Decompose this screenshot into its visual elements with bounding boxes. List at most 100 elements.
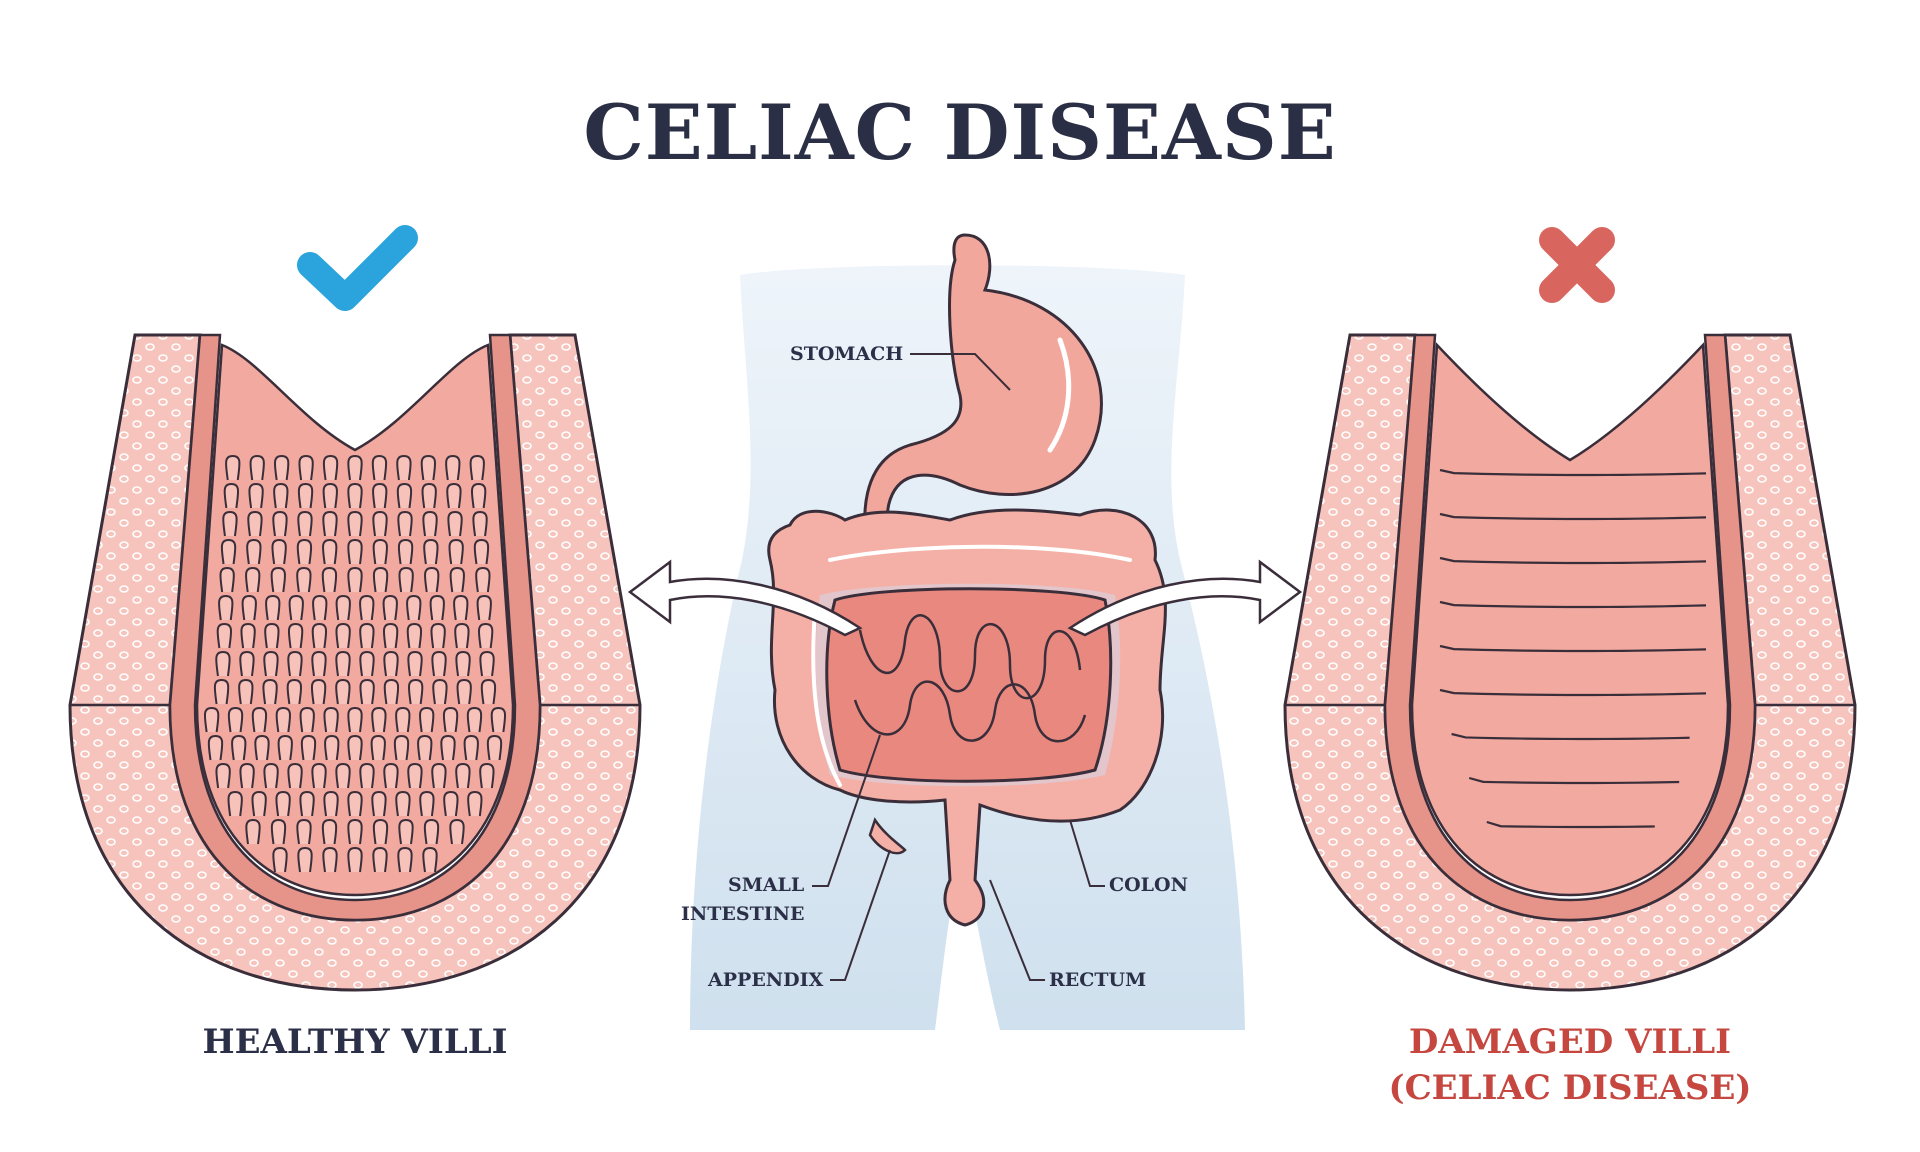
villus bbox=[359, 762, 375, 789]
villus bbox=[287, 650, 303, 677]
villus bbox=[443, 790, 459, 817]
label-stomach: STOMACH bbox=[790, 343, 904, 365]
villus bbox=[247, 510, 263, 537]
villus bbox=[248, 482, 264, 509]
villus bbox=[296, 818, 312, 845]
villus bbox=[231, 734, 247, 761]
villus bbox=[473, 538, 490, 565]
villus bbox=[347, 706, 363, 733]
villus bbox=[347, 510, 363, 537]
villus bbox=[299, 790, 315, 817]
villus bbox=[275, 706, 291, 733]
villus bbox=[251, 706, 268, 733]
villus bbox=[323, 706, 339, 733]
villus bbox=[239, 650, 255, 677]
villus bbox=[273, 482, 289, 509]
villus bbox=[347, 482, 363, 509]
damaged-villi-section bbox=[1283, 333, 1857, 992]
villus bbox=[372, 538, 388, 565]
flattened-fold bbox=[1468, 776, 1680, 785]
villus bbox=[322, 538, 338, 565]
villus bbox=[347, 454, 363, 481]
villus bbox=[298, 454, 314, 481]
villus bbox=[263, 762, 279, 789]
villus bbox=[240, 622, 256, 649]
label-small-intestine-line2: INTESTINE bbox=[681, 903, 805, 925]
label-rectum: RECTUM bbox=[1049, 969, 1147, 991]
flattened-fold bbox=[1451, 732, 1690, 741]
villus bbox=[383, 650, 399, 677]
villus bbox=[213, 678, 230, 705]
villus bbox=[456, 678, 472, 705]
villus bbox=[310, 678, 327, 705]
villus bbox=[271, 538, 287, 565]
villus bbox=[372, 482, 388, 509]
villus bbox=[238, 678, 254, 705]
villus bbox=[372, 510, 388, 537]
villus bbox=[207, 734, 224, 761]
villus bbox=[225, 454, 241, 481]
villus bbox=[371, 790, 387, 817]
villus bbox=[296, 538, 313, 565]
villus bbox=[312, 594, 328, 621]
villus bbox=[216, 622, 233, 649]
villus bbox=[287, 762, 303, 789]
villus bbox=[422, 846, 438, 873]
villus bbox=[249, 454, 265, 481]
villus bbox=[383, 678, 400, 705]
villus bbox=[270, 818, 287, 845]
villus bbox=[449, 818, 465, 845]
checkmark-icon bbox=[297, 225, 418, 311]
villus bbox=[397, 846, 413, 873]
villus bbox=[287, 622, 304, 649]
healthy-villi-section bbox=[68, 333, 642, 992]
villus bbox=[347, 846, 363, 873]
villus bbox=[397, 538, 414, 565]
villus bbox=[223, 482, 240, 509]
villus bbox=[486, 734, 503, 761]
arrow-to-damaged bbox=[1067, 559, 1303, 637]
villus bbox=[398, 566, 414, 593]
villus bbox=[335, 762, 351, 789]
villus bbox=[382, 594, 398, 621]
villus bbox=[407, 678, 424, 705]
flattened-fold bbox=[1439, 556, 1707, 565]
villus bbox=[396, 482, 413, 509]
villus bbox=[359, 650, 375, 677]
villus bbox=[477, 622, 494, 649]
villus bbox=[407, 762, 423, 789]
villus bbox=[448, 538, 464, 565]
villus bbox=[241, 594, 257, 621]
villus bbox=[347, 790, 363, 817]
villus bbox=[472, 510, 488, 537]
villus bbox=[431, 762, 447, 789]
villus bbox=[396, 454, 412, 481]
villus bbox=[479, 762, 495, 789]
villus bbox=[347, 538, 363, 565]
villus bbox=[455, 650, 471, 677]
villus bbox=[466, 706, 483, 733]
villus bbox=[220, 538, 237, 565]
villus bbox=[397, 510, 413, 537]
villus bbox=[449, 566, 465, 593]
villus bbox=[273, 454, 290, 481]
villus bbox=[263, 650, 279, 677]
villus bbox=[424, 566, 440, 593]
villus bbox=[215, 650, 231, 677]
villus bbox=[275, 790, 291, 817]
villus bbox=[270, 566, 286, 593]
villus bbox=[322, 846, 338, 873]
villus bbox=[297, 482, 314, 509]
villus bbox=[407, 650, 423, 677]
villus bbox=[222, 510, 238, 537]
villus bbox=[453, 594, 469, 621]
villus bbox=[395, 790, 411, 817]
label-small-intestine-line1: SMALL bbox=[728, 874, 805, 896]
villus bbox=[470, 482, 487, 509]
villus bbox=[371, 454, 388, 481]
villus bbox=[323, 790, 339, 817]
villus bbox=[370, 734, 386, 761]
appendix-organ bbox=[868, 817, 907, 855]
villus bbox=[406, 594, 422, 621]
